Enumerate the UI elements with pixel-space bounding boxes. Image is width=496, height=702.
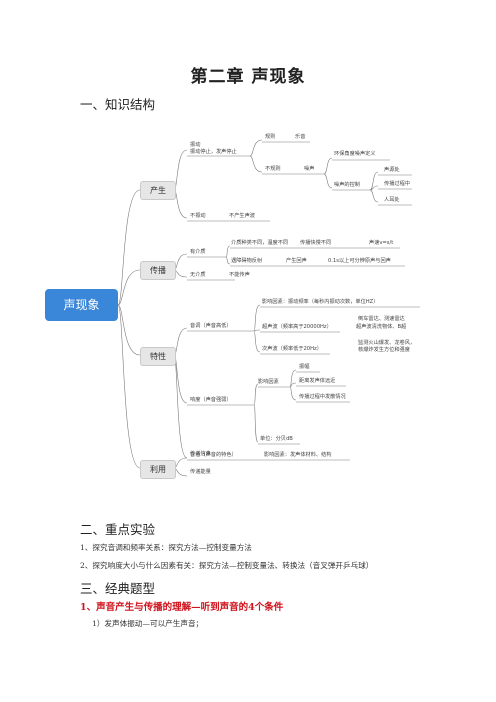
chapter-title: 第二章 声现象 <box>190 67 306 87</box>
speed-difference-label: 传播快慢不同 <box>300 240 332 246</box>
no-vibration-label: 不振动 <box>190 213 206 219</box>
infrasound-use-2: 核爆炸发生方位和强度 <box>358 347 410 353</box>
vibration-label: 振动 <box>190 142 201 148</box>
transmit-information-label: 传递信息 <box>190 451 211 457</box>
experiment-2: 2、探究响度大小与什么因素有关：探究方法—控制变量法、转换法（音叉弹开乒乓球） <box>80 561 374 570</box>
frequency-factor-label: 影响因素：振动频率（每秒内振动次数，单位HZ） <box>262 299 379 305</box>
no-medium-label: 无介质 <box>190 272 206 278</box>
experiment-1: 1、探究音调和频率关系：探究方法—控制变量方法 <box>80 543 252 552</box>
no-sound-wave-label: 不产生声波 <box>229 213 255 219</box>
transmit-energy-label: 传递能量 <box>190 469 211 475</box>
regular-label: 规则 <box>265 134 276 140</box>
decibel-unit-label: 单位：分贝dB <box>260 436 293 442</box>
pitch-label: 音调（声音高低） <box>190 323 232 329</box>
section-classic-problems: 三、经典题型 <box>80 581 156 596</box>
ultrasound-label: 超声波（频率高于20000Hz） <box>262 324 332 330</box>
control-in-transmission: 传播过程中 <box>384 181 410 187</box>
control-at-ear: 人耳处 <box>384 197 400 203</box>
branch-production: 产生 <box>140 181 176 200</box>
topic-1-item-1: 1）发声体振动—可以产生声音； <box>92 619 204 628</box>
mindmap-root: 声现象 <box>45 289 118 321</box>
sound-speed-formula: 声速v=s/t <box>369 240 394 246</box>
infrasound-label: 次声波（频率低于20Hz） <box>262 346 322 352</box>
no-transmission-label: 不能传声 <box>229 272 250 278</box>
musical-sound-label: 乐音 <box>295 134 306 140</box>
ultrasound-use-2: 超声波清洗物体、B超 <box>356 324 407 330</box>
echo-label: 产生回声 <box>286 258 307 264</box>
section-knowledge-structure: 一、知识结构 <box>80 97 156 112</box>
dispersion-label: 传播过程中发散情况 <box>299 394 346 400</box>
branch-propagation: 传播 <box>140 261 176 280</box>
branch-application: 利用 <box>140 460 176 479</box>
timbre-factor-label: 影响因素：发声体材料、结构 <box>264 452 332 458</box>
vibration-stop-label: 振动停止，发声停止 <box>190 149 237 155</box>
section-key-experiments: 二、重点实验 <box>80 522 156 537</box>
infrasound-use-1: 监测火山爆发、龙卷风， <box>358 340 416 346</box>
ultrasound-use-1: 倒车雷达、测速雷达 <box>358 316 405 322</box>
reflection-label: 遇障碍物反射 <box>231 258 263 264</box>
loudness-label: 响度（声音强弱） <box>190 397 232 403</box>
topic-1-heading: 1、声音产生与传播的理解—听到声音的4个条件 <box>80 602 284 613</box>
amplitude-label: 振幅 <box>299 364 310 370</box>
loudness-factor-label: 影响因素 <box>258 379 279 385</box>
timbre-label: 音色（声音的特色） <box>190 452 237 458</box>
control-at-source: 声源处 <box>384 167 400 173</box>
noise-label: 噪声 <box>304 166 315 172</box>
irregular-label: 不规则 <box>265 166 281 172</box>
echo-rule-label: 0.1s以上可分辨原声与回声 <box>328 258 391 264</box>
noise-definition-label: 环保角度噪声定义 <box>334 151 376 157</box>
noise-control-label: 噪声的控制 <box>334 182 360 188</box>
distance-label: 距离发声体远近 <box>299 378 336 384</box>
with-medium-label: 有介质 <box>190 249 206 255</box>
medium-difference-label: 介质种类不同，温度不同 <box>231 240 289 246</box>
branch-characteristics: 特性 <box>140 347 176 366</box>
